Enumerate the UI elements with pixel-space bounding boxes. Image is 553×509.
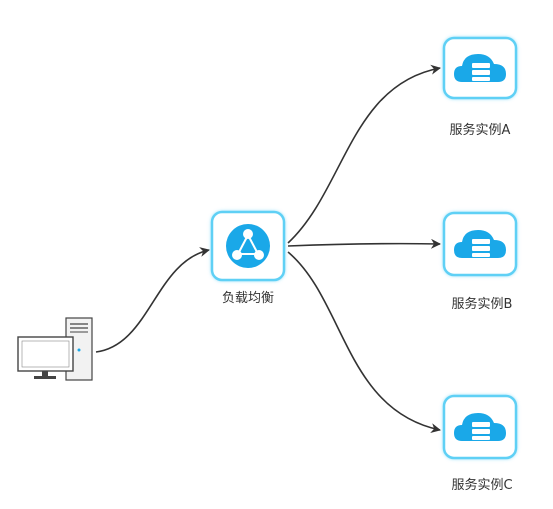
cloud-server-icon (442, 211, 518, 277)
desktop-computer-icon (17, 317, 93, 381)
edge-load-balancer-to-service-c (287, 251, 441, 434)
edge-client-to-load-balancer (95, 247, 210, 353)
cloud-server-icon (442, 36, 518, 100)
edge-load-balancer-to-service-a (287, 64, 441, 244)
load-balancer-label: 负载均衡 (221, 291, 274, 306)
load-balancer-network-icon (210, 210, 286, 282)
edge-load-balancer-to-service-b (287, 238, 441, 249)
cloud-server-icon (442, 394, 518, 460)
service-a-label: 服务实例A (449, 123, 511, 138)
service-c-label: 服务实例C (451, 478, 513, 493)
service-b-label: 服务实例B (451, 297, 513, 312)
